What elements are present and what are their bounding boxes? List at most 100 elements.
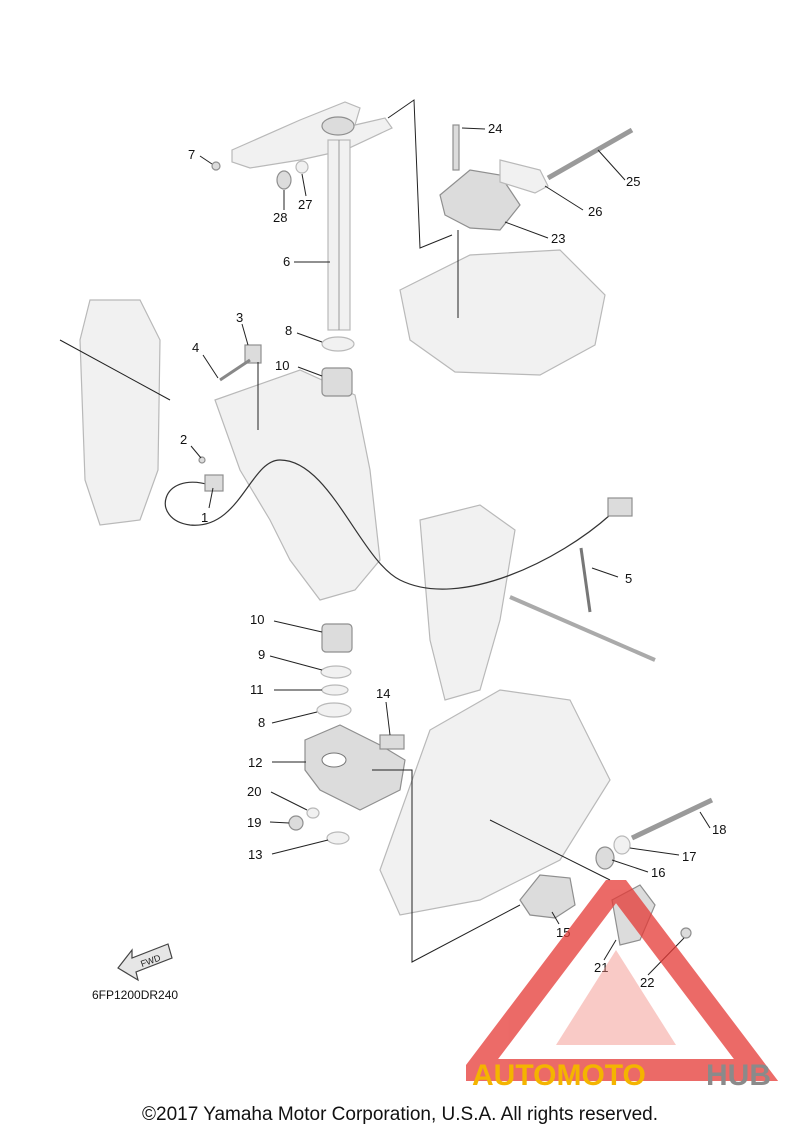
nut-19 — [288, 815, 304, 831]
leader-9 — [269, 655, 323, 671]
washer-27 — [295, 160, 309, 174]
steering-arm — [231, 101, 393, 169]
wire-harness — [164, 459, 611, 590]
fwd-arrow-icon — [117, 943, 173, 982]
leader-20 — [270, 791, 308, 811]
lower-casing — [379, 689, 611, 916]
callout-9: 9 — [258, 647, 265, 662]
callout-labels: 1 2 3 4 5 6 7 8 8 9 10 10 11 12 13 14 15… — [180, 121, 726, 990]
bolt-4 — [219, 358, 251, 382]
callout-leaders — [190, 127, 711, 976]
callout-17: 17 — [682, 849, 696, 864]
bolt-7 — [211, 161, 221, 171]
callout-6: 6 — [283, 254, 290, 269]
leader-15 — [551, 911, 560, 925]
washer-20 — [306, 807, 320, 819]
callout-18: 18 — [712, 822, 726, 837]
callout-10b: 10 — [250, 612, 264, 627]
callout-24: 24 — [488, 121, 502, 136]
leader-18 — [699, 811, 711, 829]
leader-26 — [544, 185, 584, 211]
automotohub-watermark: AUTOMOTO HUB — [466, 880, 779, 1090]
washer-8-upper — [321, 336, 355, 352]
callout-19: 19 — [247, 815, 261, 830]
leader-14 — [385, 701, 391, 736]
callout-3: 3 — [236, 310, 243, 325]
washer-9 — [320, 665, 352, 679]
guide-left-mount — [59, 339, 171, 401]
bracket-3 — [244, 344, 262, 364]
leader-16 — [611, 859, 649, 873]
lower-mount-hole — [321, 752, 347, 768]
bushing-10-lower — [321, 623, 353, 653]
bushing-10-upper — [321, 367, 353, 397]
leader-13 — [271, 839, 329, 855]
callout-10a: 10 — [275, 358, 289, 373]
cable-tie-5 — [579, 547, 592, 613]
triangle-inner — [556, 950, 676, 1045]
mount-bracket-23 — [439, 169, 521, 231]
leader-27 — [301, 173, 307, 197]
leader-19 — [269, 821, 290, 824]
callout-27: 27 — [298, 197, 312, 212]
leader-7 — [199, 155, 213, 165]
washer-16 — [595, 846, 615, 870]
leader-17 — [629, 847, 680, 856]
callout-7: 7 — [188, 147, 195, 162]
watermark-triangle-icon — [466, 880, 779, 1081]
leader-25 — [597, 149, 626, 181]
leader-3 — [241, 323, 249, 346]
callout-11: 11 — [250, 682, 264, 697]
gasket-26 — [499, 159, 549, 194]
leader-23 — [504, 221, 549, 239]
callout-20: 20 — [247, 784, 261, 799]
bolt-18 — [630, 797, 714, 841]
washer-11 — [321, 684, 349, 696]
diagram-code: 6FP1200DR240 — [92, 988, 179, 1002]
washer-17 — [613, 835, 631, 855]
leader-8a — [296, 332, 323, 343]
leader-1 — [208, 487, 214, 509]
triangle-outer — [466, 880, 779, 1081]
guide-lower-casing — [489, 819, 611, 881]
bolt-24 — [452, 124, 460, 171]
guide-upper — [387, 99, 453, 249]
callout-14: 14 — [376, 686, 390, 701]
callout-28: 28 — [273, 210, 287, 225]
assembly-guides — [59, 99, 611, 963]
callout-1: 1 — [201, 510, 208, 525]
plate-14 — [379, 734, 405, 750]
watermark-text-a: AUTOMOTO — [472, 1059, 646, 1090]
callout-4: 4 — [192, 340, 199, 355]
callout-5: 5 — [625, 571, 632, 586]
bushing-28 — [276, 170, 292, 190]
leader-24 — [461, 127, 486, 130]
bolt-2 — [198, 456, 206, 464]
callout-23: 23 — [551, 231, 565, 246]
callout-2: 2 — [180, 432, 187, 447]
swivel-bracket — [214, 369, 381, 601]
steering-arm-boss — [321, 116, 355, 136]
leader-8b — [271, 711, 318, 724]
fwd-arrow: FWD — [117, 943, 173, 982]
leader-2 — [190, 445, 202, 459]
callout-8a: 8 — [285, 323, 292, 338]
connector — [607, 497, 633, 517]
watermark-text-b: HUB — [706, 1059, 771, 1090]
rubber-mount-15 — [519, 874, 576, 919]
callout-8b: 8 — [258, 715, 265, 730]
clamp-bracket — [419, 504, 516, 701]
callout-26: 26 — [588, 204, 602, 219]
callout-13: 13 — [248, 847, 262, 862]
guide-lower — [372, 769, 521, 963]
leader-10a — [297, 366, 323, 377]
callout-16: 16 — [651, 865, 665, 880]
leader-5 — [591, 567, 619, 578]
callout-12: 12 — [248, 755, 262, 770]
oring-13 — [326, 831, 350, 845]
leader-10b — [273, 620, 323, 633]
leader-21 — [603, 939, 617, 961]
copyright-notice: ©2017 Yamaha Motor Corporation, U.S.A. A… — [142, 1104, 658, 1125]
callout-21: 21 — [594, 960, 608, 975]
